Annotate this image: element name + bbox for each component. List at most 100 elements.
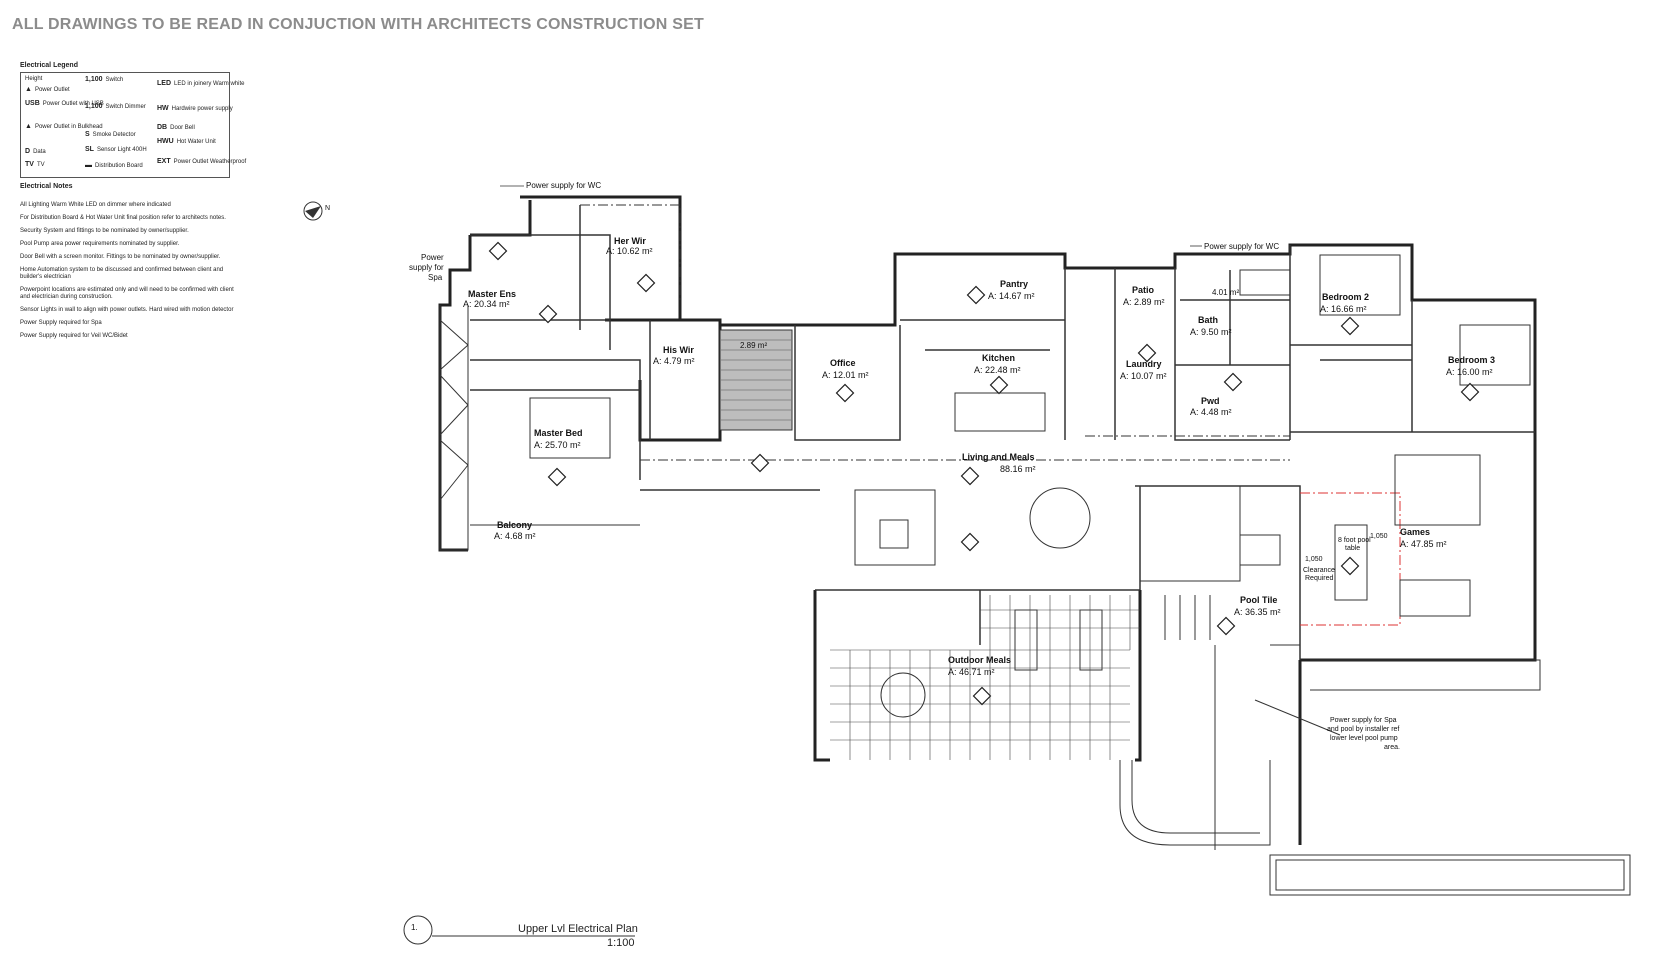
svg-text:N: N [325,205,330,212]
bath-tub-area: 4.01 m² [1212,288,1239,297]
wc-supply-note: Power supply for WC [1204,242,1279,251]
power-outlet-icon: ▲ [25,86,32,93]
pool-supply-note: area. [1384,744,1400,751]
room-area: A: 16.66 m² [1320,304,1367,314]
outdoor-tile-grid [830,595,1140,760]
pool-table-label: table [1345,545,1360,552]
notes-title: Electrical Notes [20,183,73,190]
room-area: 88.16 m² [1000,464,1036,474]
electrical-notes: Electrical Notes All Lighting Warm White… [20,183,235,346]
room-area: A: 10.07 m² [1120,371,1167,381]
room-name: Laundry [1126,359,1162,369]
room-area: A: 9.50 m² [1190,327,1232,337]
room-area: A: 12.01 m² [822,370,869,380]
legend-title: Electrical Legend [20,62,78,69]
legend-height-label: Height [25,76,43,82]
room-area: A: 46.71 m² [948,667,995,677]
dimension: 1,050 [1370,533,1388,540]
note-item: For Distribution Board & Hot Water Unit … [20,215,226,221]
balcony-outline [439,305,640,551]
room-area: A: 20.34 m² [463,299,510,309]
room-area: A: 25.70 m² [534,440,581,450]
annotations: Power supply for WC Power supply for WC … [409,181,1400,751]
room-area: A: 36.35 m² [1234,607,1281,617]
room-name: Her Wir [614,236,646,246]
spa-supply-note: supply for [409,263,444,272]
note-item: Power Supply required for Spa [20,320,102,326]
room-name: Balcony [497,520,532,530]
light-fixtures [488,241,1480,706]
clearance-label: Required [1305,575,1334,582]
legend-item: ▲Power Outlet [25,86,70,93]
bulkhead-outlet-icon: ▲ [25,123,32,130]
room-area: A: 10.62 m² [606,246,653,256]
electrical-legend: Electrical Legend Height ▲Power Outlet U… [20,62,250,178]
room-name: Master Ens [468,289,516,299]
note-item: Security System and fittings to be nomin… [20,228,189,234]
room-area: A: 22.48 m² [974,365,1021,375]
view-name: Upper Lvl Electrical Plan [518,923,638,935]
smoke-detector-icon: S [85,131,90,138]
drawing-banner: ALL DRAWINGS TO BE READ IN CONJUCTION WI… [12,16,704,33]
spa-supply-note: Spa [428,273,443,282]
distribution-board-icon: ▬ [85,162,92,169]
bulkhead-lines [580,204,1401,626]
room-name: Pwd [1201,396,1220,406]
stair: 2.89 m² [719,329,793,431]
room-labels: Her Wir A: 10.62 m² Master Ens A: 20.34 … [463,236,1495,677]
room-area: A: 14.67 m² [988,291,1035,301]
view-title: 1. Upper Lvl Electrical Plan 1:100 [403,915,638,949]
spa-supply-note: Power [421,253,444,262]
room-name: His Wir [663,345,694,355]
room-area: A: 4.68 m² [494,531,536,541]
room-area: A: 47.85 m² [1400,539,1447,549]
room-name: Patio [1132,285,1155,295]
stair-area: 2.89 m² [740,341,767,350]
pool-outline [1119,644,1631,896]
note-item: Power Supply required for Veil WC/Bidet [20,333,128,339]
note-item: All Lighting Warm White LED on dimmer wh… [20,202,171,208]
room-name: Outdoor Meals [948,655,1011,665]
room-name: Pool Tile [1240,595,1277,605]
room-name: Pantry [1000,279,1028,289]
legend-item: ▬Distribution Board [85,162,143,169]
room-name: Bedroom 2 [1322,292,1369,302]
note-item: Home Automation system to be discussed a… [20,267,224,280]
clearance-label: Clearance [1303,567,1335,574]
view-number: 1. [411,923,418,932]
room-name: Kitchen [982,353,1015,363]
room-area: A: 4.79 m² [653,356,695,366]
north-arrow-icon: N [303,201,330,221]
room-name: Office [830,358,856,368]
pool-table-label: 8 foot pool [1338,537,1371,544]
room-name: Bath [1198,315,1218,325]
pool-supply-note: Power supply for Spa [1330,717,1397,724]
pool-supply-note: lower level pool pump [1330,735,1398,742]
dimension: 1,050 [1305,556,1323,563]
room-area: A: 2.89 m² [1123,297,1165,307]
room-name: Bedroom 3 [1448,355,1495,365]
note-item: Powerpoint locations are estimated only … [20,287,234,300]
note-item: Sensor Lights in wall to align with powe… [20,307,234,313]
interior-walls [470,205,1535,660]
room-name: Games [1400,527,1430,537]
room-name: Living and Meals [962,452,1035,462]
view-scale: 1:100 [607,937,635,949]
legend-item: ▲Power Outlet in Bulkhead [25,123,103,130]
pool-supply-note: and pool by installer ref [1327,726,1399,733]
note-item: Pool Pump area power requirements nomina… [20,241,180,247]
